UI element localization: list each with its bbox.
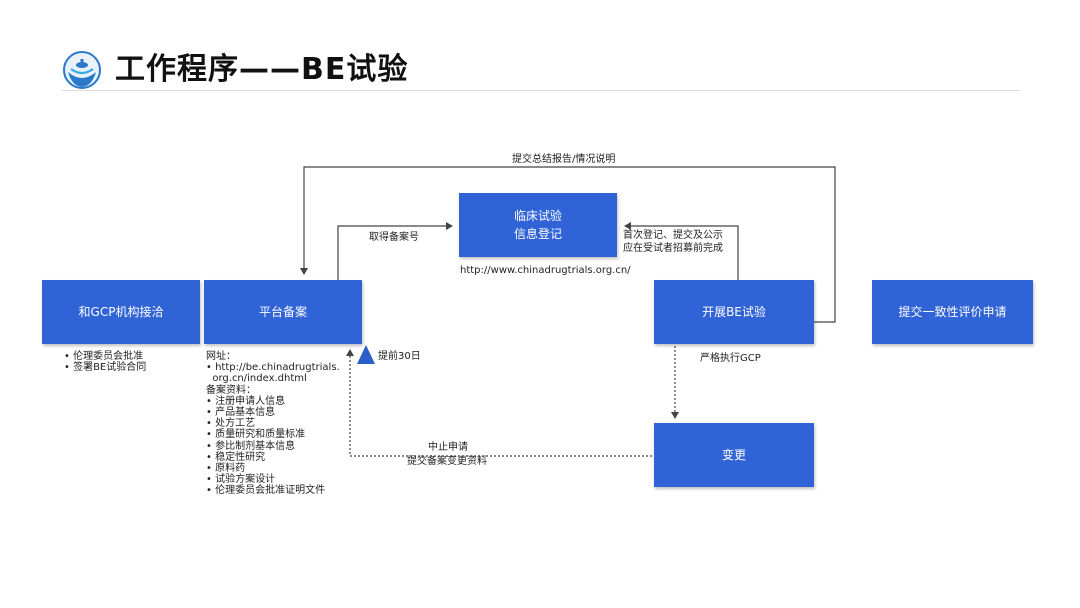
gcp-institution-box: 和GCP机构接洽 (42, 280, 200, 344)
list-item: • 稳定性研究 (206, 451, 266, 463)
header-divider (62, 90, 1020, 91)
trial-registry-label-2: 信息登记 (513, 227, 562, 241)
obtain-number-label: 取得备案号 (369, 232, 419, 243)
list-item: • http://be.chinadrugtrials. (206, 362, 340, 374)
page-title: 工作程序——BE试验 (115, 52, 409, 87)
run-be-trial-box: 开展BE试验 (654, 280, 814, 344)
platform-to-registry-connector (337, 222, 453, 280)
trial-registry-label-1: 临床试验 (513, 209, 562, 223)
run-to-registry-connector (624, 222, 739, 280)
list-item: • 注册申请人信息 (206, 395, 286, 407)
suspend-application-label: 中止申请 (428, 442, 468, 453)
top-loop-label: 提交总结报告/情况说明 (512, 154, 616, 165)
submit-change-materials-label: 提交备案变更资料 (407, 456, 487, 467)
list-item: • 处方工艺 (206, 418, 256, 430)
organization-logo-icon (62, 50, 102, 90)
first-registration-label-2: 应在受试者招募前完成 (623, 243, 723, 254)
list-item: • 产品基本信息 (206, 407, 276, 419)
first-registration-label-1: 首次登记、提交及公示 (623, 230, 723, 241)
list-item: 网址： (206, 351, 236, 362)
change-to-platform-connector (346, 349, 652, 457)
platform-filing-label: 平台备案 (258, 305, 307, 319)
platform-notes-list: 网址： • http://be.chinadrugtrials. org.cn/… (206, 351, 340, 497)
advance-30-days-label: 提前30日 (378, 351, 421, 362)
gcp-institution-label: 和GCP机构接洽 (78, 305, 164, 319)
submit-application-label: 提交一致性评价申请 (898, 305, 1007, 319)
list-item: • 试验方案设计 (206, 474, 276, 486)
list-item: • 伦理委员会批准 (64, 351, 144, 362)
list-item: • 原料药 (206, 463, 246, 475)
run-be-trial-label: 开展BE试验 (702, 305, 766, 319)
gcp-notes-list: • 伦理委员会批准 • 签署BE试验合同 (64, 351, 146, 373)
strict-gcp-label: 严格执行GCP (700, 353, 761, 364)
list-item: • 签署BE试验合同 (64, 362, 147, 374)
submit-application-box: 提交一致性评价申请 (872, 280, 1033, 344)
list-item: • 伦理委员会批准证明文件 (206, 485, 326, 497)
registry-url: http://www.chinadrugtrials.org.cn/ (460, 265, 631, 276)
change-box: 变更 (654, 423, 814, 487)
change-label: 变更 (721, 448, 746, 462)
list-item: • 参比制剂基本信息 (206, 440, 296, 452)
list-item: • 质量研究和质量标准 (206, 429, 306, 441)
list-item: org.cn/index.dhtml (206, 373, 307, 385)
trial-registry-box: 临床试验 信息登记 (459, 193, 617, 257)
advance-triangle-icon (357, 345, 375, 364)
platform-filing-box: 平台备案 (204, 280, 362, 344)
list-item: 备案资料： (206, 384, 256, 396)
loop-connector (300, 166, 836, 323)
